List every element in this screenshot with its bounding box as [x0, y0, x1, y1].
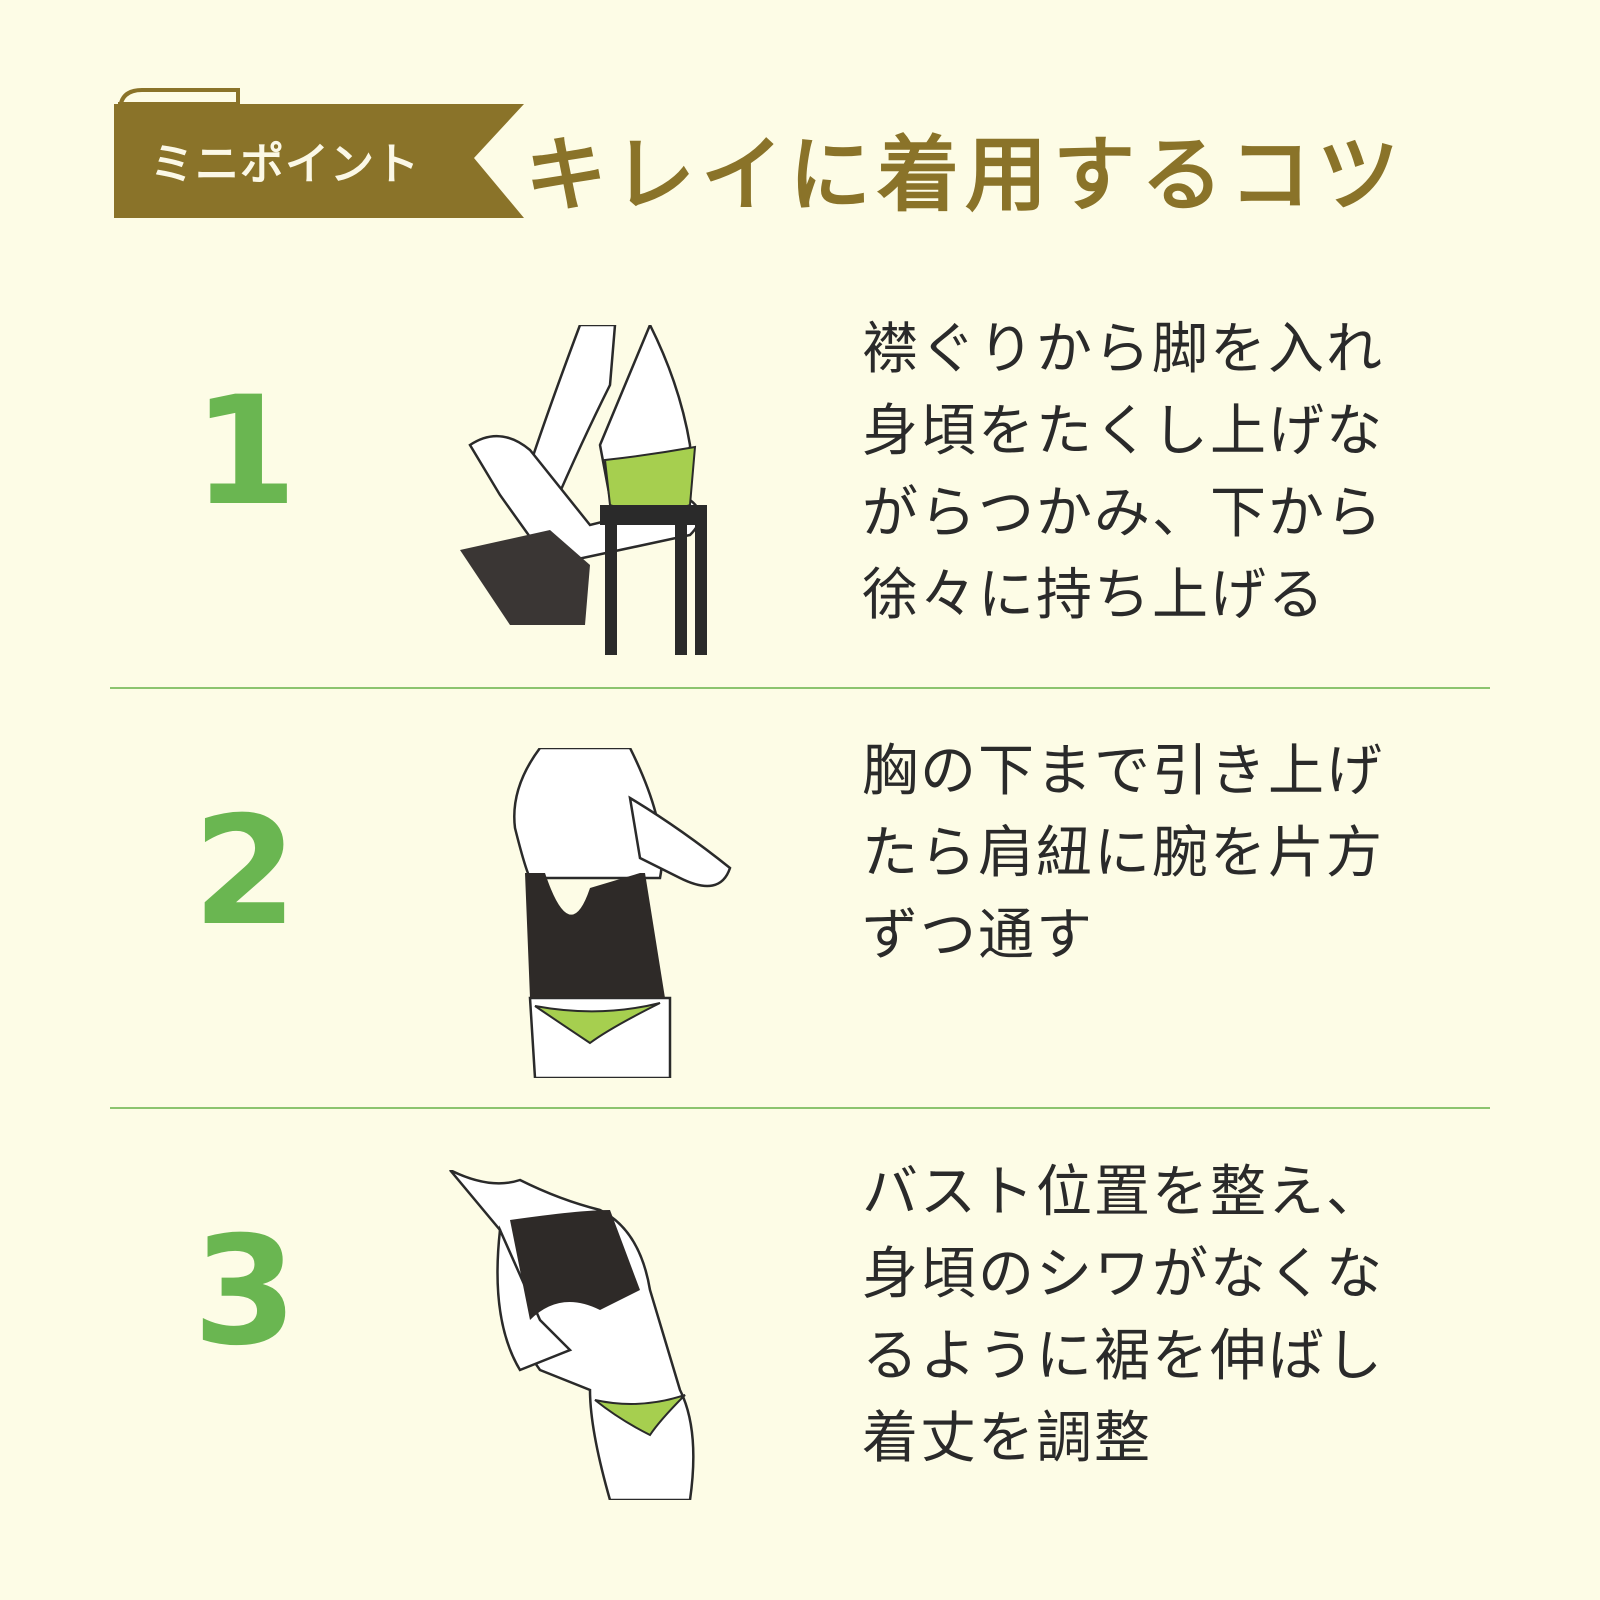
instruction-line: 着丈を調整 — [862, 1406, 1152, 1471]
illustration-step-3 — [449, 1170, 695, 1500]
instruction-line: たら肩紐に腕を片方 — [862, 821, 1384, 886]
instruction-line: るように裾を伸ばし — [862, 1324, 1384, 1389]
illustration-step-2 — [513, 748, 732, 1078]
step-number: 1 — [192, 365, 298, 539]
mini-point-banner — [114, 88, 524, 218]
step-instructions: 襟ぐりから脚を入れ 身頃をたくし上げな がらつかみ、下から 徐々に持ち上げる — [862, 309, 1384, 637]
banner-label: ミニポイント — [150, 139, 420, 190]
divider — [110, 1107, 1490, 1109]
instruction-line: がらつかみ、下から — [862, 481, 1384, 546]
step-number: 3 — [192, 1205, 298, 1379]
step-number: 2 — [192, 785, 298, 959]
illustration-step-1 — [460, 325, 707, 655]
instruction-line: ずつ通す — [862, 903, 1094, 968]
instruction-line: 胸の下まで引き上げ — [862, 739, 1384, 804]
instruction-line: 身頃をたくし上げな — [862, 399, 1384, 464]
step-instructions: バスト位置を整え、 身頃のシワがなくな るように裾を伸ばし 着丈を調整 — [862, 1152, 1384, 1480]
divider — [110, 687, 1490, 689]
instruction-line: 徐々に持ち上げる — [862, 563, 1326, 628]
step-instructions: 胸の下まで引き上げ たら肩紐に腕を片方 ずつ通す — [862, 731, 1384, 977]
instruction-line: バスト位置を整え、 — [862, 1160, 1384, 1225]
instruction-line: 身頃のシワがなくな — [862, 1242, 1384, 1307]
instruction-line: 襟ぐりから脚を入れ — [862, 317, 1384, 382]
page-title: キレイに着用するコツ — [525, 128, 1406, 223]
